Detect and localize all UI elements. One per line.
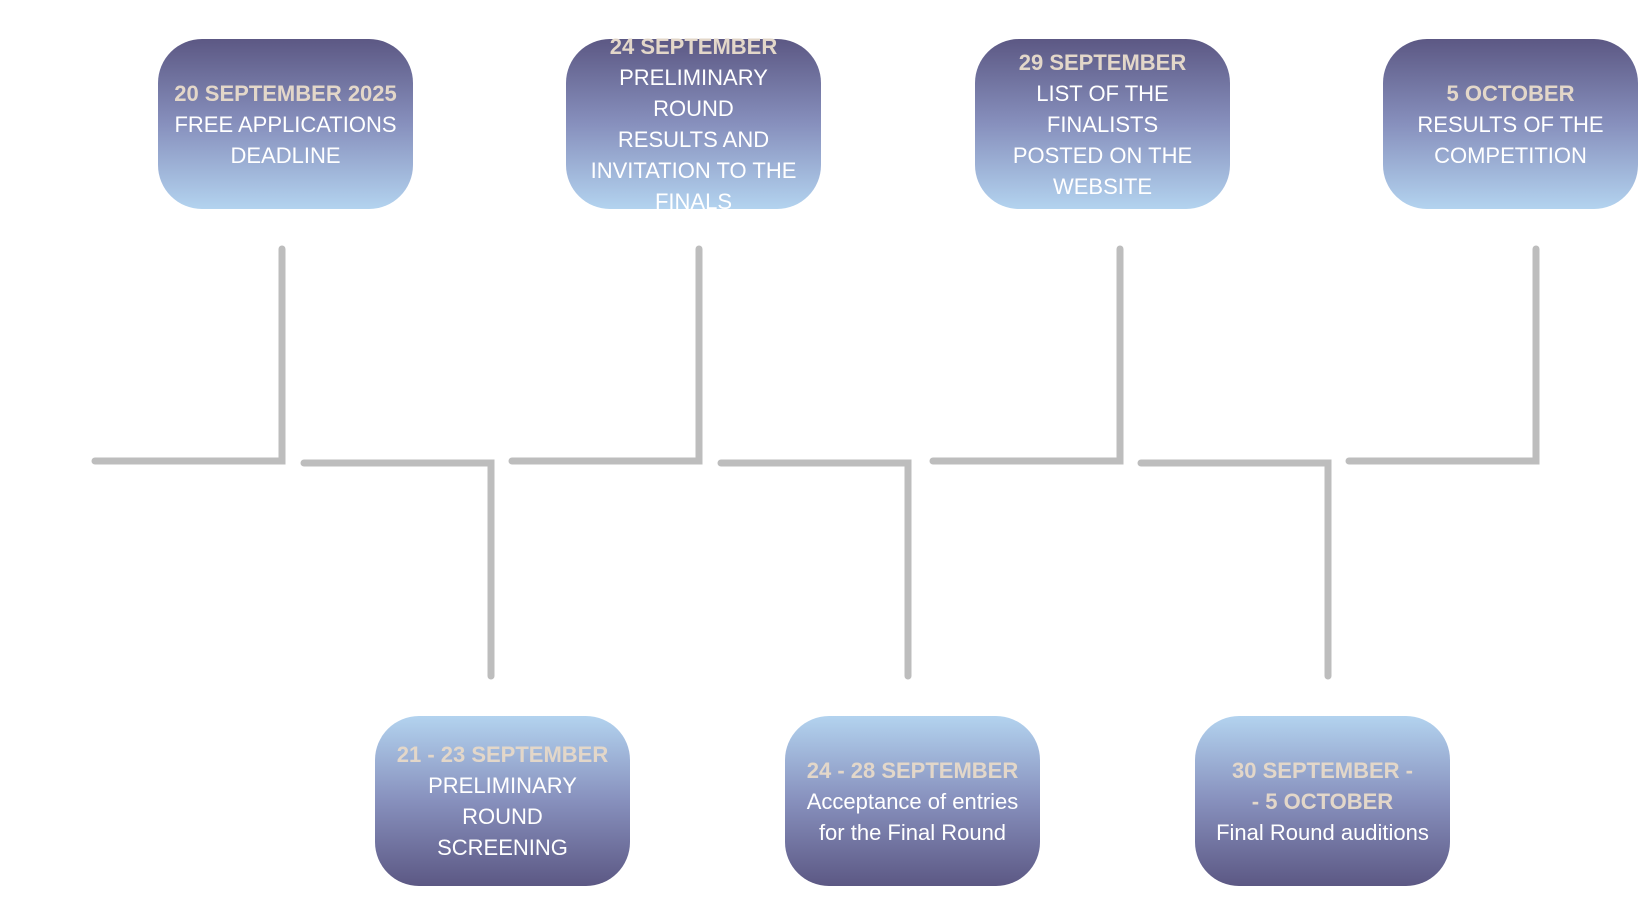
milestone-preliminary-screening: 21 - 23 SEPTEMBER PRELIMINARY ROUND SCRE… <box>375 716 630 886</box>
connector-top-4 <box>1345 245 1540 465</box>
milestone-date: 29 SEPTEMBER <box>1018 49 1187 75</box>
milestone-date: - 5 OCTOBER <box>1251 788 1394 814</box>
milestone-description-line: COMPETITION <box>1434 142 1587 168</box>
milestone-date: 30 SEPTEMBER - <box>1232 757 1413 783</box>
milestone-description-line: LIST OF THE FINALISTS <box>1036 80 1169 137</box>
milestone-description-line: FINALS <box>654 189 733 214</box>
connector-top-2 <box>508 245 703 465</box>
milestone-description-line: FREE APPLICATIONS <box>174 111 397 137</box>
connector-bottom-3 <box>1137 459 1332 680</box>
milestone-applications-deadline: 20 SEPTEMBER 2025 FREE APPLICATIONS DEAD… <box>158 39 413 209</box>
milestone-description-line: for the Final Round <box>818 819 1007 845</box>
milestone-description-line: Acceptance of entries <box>806 788 1019 814</box>
milestone-description-line: PRELIMINARY ROUND <box>428 773 577 829</box>
connector-top-3 <box>929 245 1124 465</box>
milestone-description-line: SCREENING <box>437 835 568 860</box>
connector-top-1 <box>91 245 286 465</box>
milestone-description-line: WEBSITE <box>1052 173 1152 199</box>
milestone-description-line: Final Round auditions <box>1216 819 1429 845</box>
milestone-date: 5 OCTOBER <box>1446 80 1575 106</box>
connector-bottom-2 <box>717 459 912 680</box>
milestone-final-round-auditions: 30 SEPTEMBER - - 5 OCTOBER Final Round a… <box>1195 716 1450 886</box>
milestone-description-line: RESULTS AND <box>617 127 770 152</box>
milestone-description-line: PRELIMINARY ROUND <box>619 65 768 121</box>
milestone-preliminary-results: 24 SEPTEMBER PRELIMINARY ROUND RESULTS A… <box>566 34 821 214</box>
milestone-description-line: RESULTS OF THE <box>1417 111 1604 137</box>
milestone-competition-results: 5 OCTOBER RESULTS OF THE COMPETITION <box>1383 39 1638 209</box>
milestone-date: 21 - 23 SEPTEMBER <box>396 742 609 767</box>
milestone-description-line: POSTED ON THE <box>1012 142 1193 168</box>
connector-bottom-1 <box>300 459 495 680</box>
milestone-date: 24 - 28 SEPTEMBER <box>806 757 1019 783</box>
milestone-final-round-entries: 24 - 28 SEPTEMBER Acceptance of entries … <box>785 716 1040 886</box>
milestone-date: 24 SEPTEMBER <box>609 34 778 59</box>
milestone-description-line: INVITATION TO THE <box>590 158 797 183</box>
milestone-description-line: DEADLINE <box>230 142 341 168</box>
milestone-finalists-list: 29 SEPTEMBER LIST OF THE FINALISTS POSTE… <box>975 39 1230 209</box>
milestone-date: 20 SEPTEMBER 2025 <box>174 80 397 106</box>
